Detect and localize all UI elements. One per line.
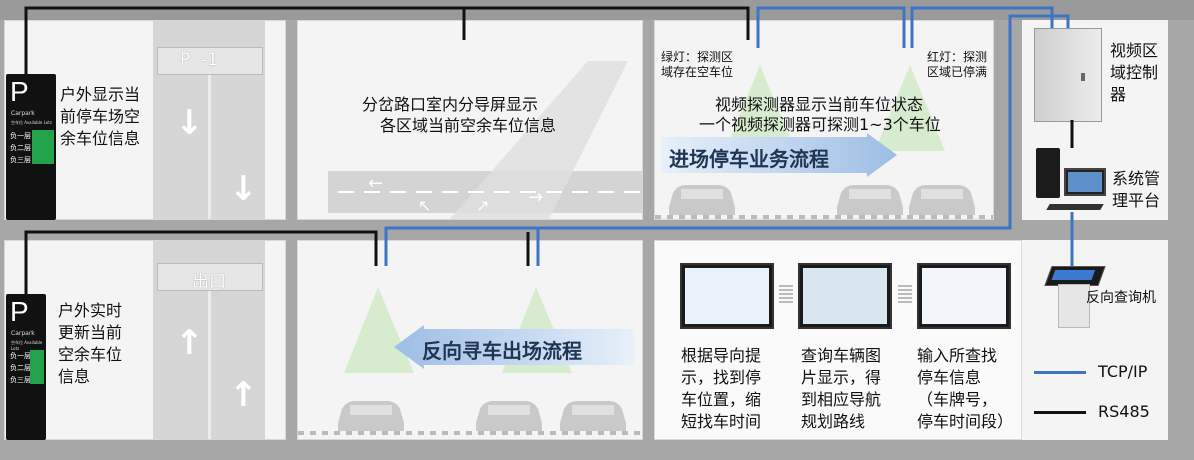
pc-tower-icon bbox=[1036, 148, 1060, 198]
car-icon bbox=[669, 185, 735, 215]
legend-rs485-line bbox=[1034, 411, 1086, 414]
step-2-description: 查询车辆图片显示，得到相应导航规划路线 bbox=[801, 346, 882, 431]
gate-label: P -1 bbox=[180, 50, 219, 70]
entry-flow-arrow bbox=[661, 133, 897, 177]
outdoor-led-sign-top: P Carpark 空车位 Available Lots 负一层 负二层 负三层 bbox=[6, 74, 56, 220]
kiosk-stand-icon-overlay bbox=[1058, 284, 1090, 328]
panel-branch-guidance: ← → ↖ ↗ 分岔路口室内分导屏显示 各区域当前空余车位信息 bbox=[297, 20, 643, 220]
legend-tcpip-label: TCP/IP bbox=[1098, 362, 1148, 381]
up-arrow-icon: ↑ bbox=[175, 323, 204, 363]
guidance-screen-thumbnail bbox=[680, 263, 774, 329]
parking-p-icon: P bbox=[10, 76, 29, 107]
car-icon bbox=[560, 401, 626, 431]
reverse-flow-arrow bbox=[394, 325, 634, 369]
car-icon bbox=[476, 401, 542, 431]
gate-sign-top: P -1 bbox=[157, 47, 263, 75]
outdoor-display-description: 户外显示当前停车场空余车位信息 bbox=[60, 85, 141, 148]
red-light-note: 红灯：探测区域已停满 bbox=[927, 50, 988, 79]
vehicle-photo-screen-thumbnail bbox=[798, 263, 892, 329]
car-icon bbox=[837, 185, 903, 215]
outdoor-realtime-description: 户外实时更新当前空余车位信息 bbox=[58, 301, 123, 386]
platform-label: 系统管理平台 bbox=[1112, 169, 1161, 210]
svg-text:↖: ↖ bbox=[418, 196, 431, 215]
branch-guidance-line2: 各区域当前空余车位信息 bbox=[380, 116, 557, 135]
down-arrow-icon: ↓ bbox=[175, 103, 204, 143]
reverse-flow-title: 反向寻车出场流程 bbox=[422, 339, 582, 363]
exit-gate-label: 出口 bbox=[192, 272, 226, 292]
panel-outdoor-display-bottom: 出口 ↑ ↑ bbox=[4, 240, 286, 440]
svg-text:↗: ↗ bbox=[476, 196, 489, 215]
kiosk-label-overlay: 反向查询机 bbox=[1086, 290, 1156, 306]
car-icon bbox=[909, 185, 975, 215]
parking-p-icon: P bbox=[10, 296, 29, 327]
video-detector-line2: 一个视频探测器可探测1~3个车位 bbox=[699, 115, 941, 134]
step-1-description: 根据导向提示，找到停车位置，缩短找车时间 bbox=[681, 346, 762, 431]
panel-query-steps: 根据导向提示，找到停车位置，缩短找车时间 查询车辆图片显示，得到相应导航规划路线… bbox=[654, 240, 1022, 440]
video-detector-line1: 视频探测器显示当前车位状态 bbox=[715, 95, 924, 114]
panel-reverse-search: 反向寻车出场流程 bbox=[297, 240, 643, 440]
svg-text:←: ← bbox=[368, 173, 383, 194]
road-junction-graphic: ← → ↖ ↗ bbox=[328, 61, 642, 219]
up-arrow-icon: ↑ bbox=[229, 375, 258, 415]
svg-text:→: → bbox=[528, 187, 543, 208]
down-arrow-icon: ↓ bbox=[229, 169, 258, 209]
input-screen-thumbnail bbox=[917, 263, 1011, 329]
car-icon bbox=[338, 401, 404, 431]
entry-flow-title: 进场停车业务流程 bbox=[669, 147, 829, 171]
legend-tcpip-line bbox=[1034, 371, 1086, 374]
top-bar bbox=[0, 0, 1194, 20]
video-area-controller-box bbox=[1034, 28, 1102, 122]
panel-entry-parking: 绿灯：探测区域存在空车位 红灯：探测区域已停满 视频探测器显示当前车位状态 一个… bbox=[654, 20, 994, 220]
detection-cone-graphic bbox=[725, 65, 945, 151]
controller-label: 视频区域控制器 bbox=[1110, 41, 1159, 104]
legend-rs485-label: RS485 bbox=[1098, 402, 1150, 421]
green-light-note: 绿灯：探测区域存在空车位 bbox=[661, 50, 734, 79]
branch-guidance-line1: 分岔路口室内分导屏显示 bbox=[362, 95, 539, 114]
exit-gate-sign: 出口 bbox=[157, 263, 263, 292]
outdoor-led-sign-bottom: P Carpark 空车位 Available Lots 负一层 负二层 负三层 bbox=[6, 294, 46, 440]
monitor-icon bbox=[1064, 168, 1106, 196]
step-3-description: 输入所查找停车信息（车牌号，停车时间段） bbox=[917, 346, 1014, 431]
led-count-panel bbox=[32, 130, 54, 164]
led-count-panel bbox=[30, 350, 44, 384]
